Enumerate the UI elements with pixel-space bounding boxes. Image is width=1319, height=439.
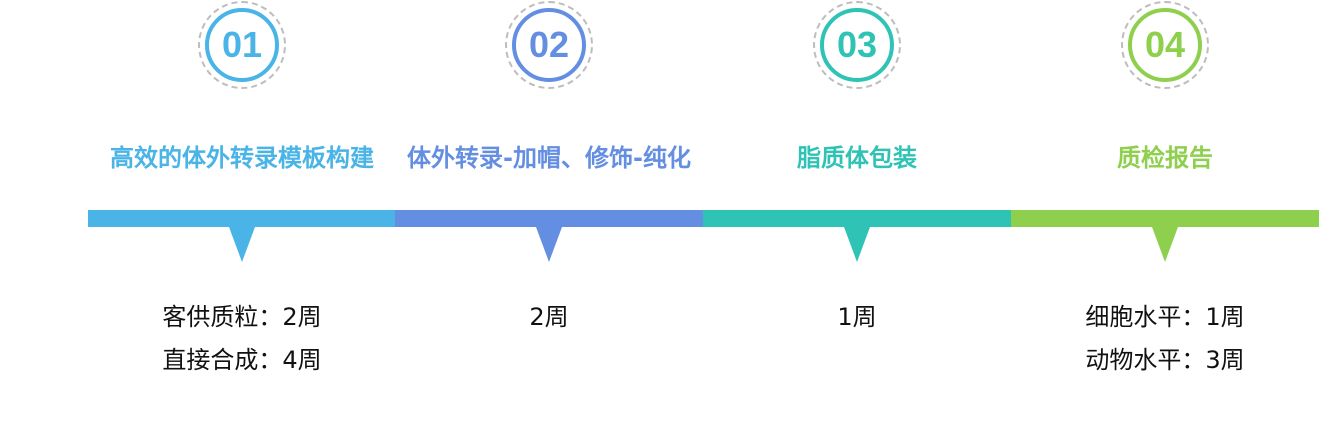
step-badge: 01 xyxy=(198,1,286,89)
step-duration: 1周 xyxy=(703,296,1011,339)
duration-line: 动物水平：3周 xyxy=(1085,346,1245,374)
timeline-segment xyxy=(703,210,1011,227)
step-badge: 02 xyxy=(505,1,593,89)
timeline-segment xyxy=(395,210,703,227)
step-4: 04 质检报告 细胞水平：1周动物水平：3周 xyxy=(1011,0,1319,439)
timeline-segment xyxy=(88,210,396,227)
step-3: 03 脂质体包装 1周 xyxy=(703,0,1011,439)
step-duration: 客供质粒：2周直接合成：4周 xyxy=(88,296,396,382)
step-title: 体外转录-加帽、修饰-纯化 xyxy=(407,144,691,172)
duration-line: 细胞水平：1周 xyxy=(1085,303,1245,331)
pointer-triangle-icon xyxy=(229,227,255,262)
step-badge: 03 xyxy=(813,1,901,89)
step-2: 02 体外转录-加帽、修饰-纯化 2周 xyxy=(395,0,703,439)
step-number: 02 xyxy=(512,8,586,82)
step-number: 01 xyxy=(205,8,279,82)
pointer-triangle-icon xyxy=(844,227,870,262)
step-number: 04 xyxy=(1128,8,1202,82)
step-number: 03 xyxy=(820,8,894,82)
duration-line: 2周 xyxy=(529,303,569,331)
duration-line: 客供质粒：2周 xyxy=(162,303,322,331)
pointer-triangle-icon xyxy=(536,227,562,262)
step-title: 质检报告 xyxy=(1117,144,1213,172)
duration-line: 直接合成：4周 xyxy=(162,346,322,374)
pointer-triangle-icon xyxy=(1152,227,1178,262)
step-title: 高效的体外转录模板构建 xyxy=(110,144,374,172)
duration-line: 1周 xyxy=(837,303,877,331)
step-1: 01 高效的体外转录模板构建 客供质粒：2周直接合成：4周 xyxy=(88,0,396,439)
step-badge: 04 xyxy=(1121,1,1209,89)
timeline-segment xyxy=(1011,210,1319,227)
step-title: 脂质体包装 xyxy=(797,144,917,172)
step-duration: 2周 xyxy=(395,296,703,339)
step-duration: 细胞水平：1周动物水平：3周 xyxy=(1011,296,1319,382)
